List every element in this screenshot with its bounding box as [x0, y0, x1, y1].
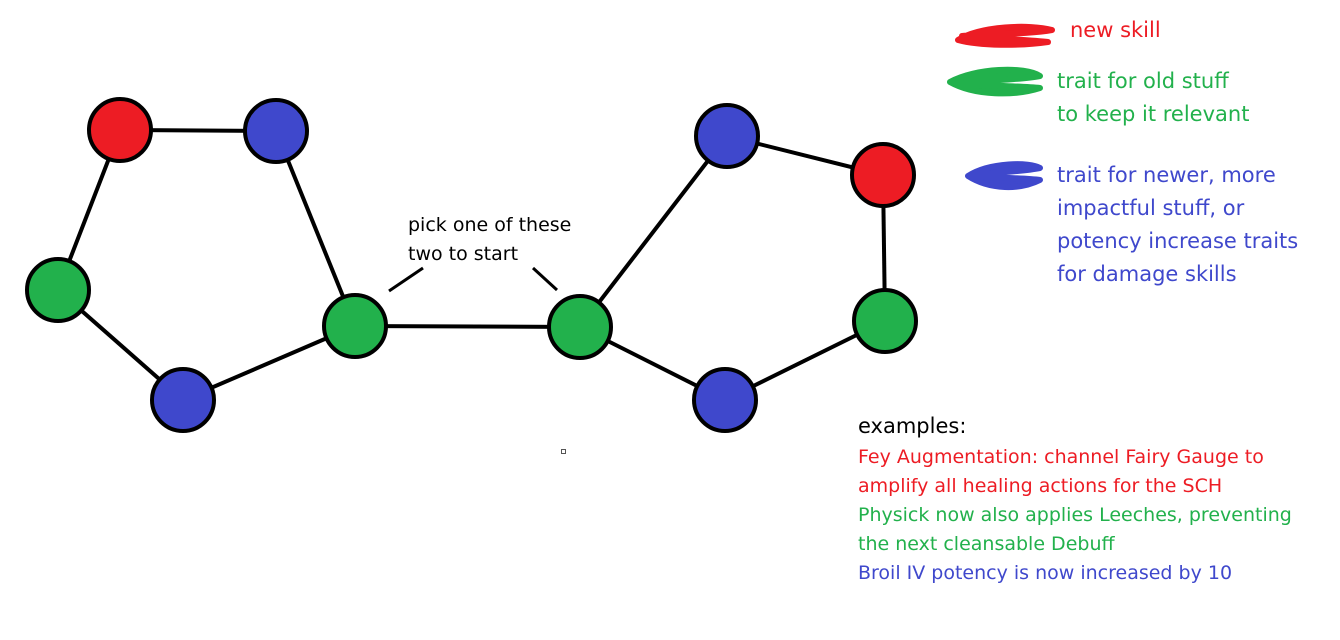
- node-green-n6: [547, 294, 613, 360]
- edge-n6-n7: [578, 134, 729, 329]
- legend-blue-label-3: potency increase traits: [1057, 229, 1299, 253]
- legend-blue-label-1: trait for newer, more: [1057, 163, 1276, 187]
- node-green-n9: [852, 288, 918, 354]
- node-blue-n7: [694, 103, 760, 169]
- graph-nodes: [25, 97, 918, 433]
- legend-green-label-1: trait for old stuff: [1057, 69, 1229, 93]
- legend-blue-label-2: impactful stuff, or: [1057, 196, 1245, 220]
- node-blue-n10: [692, 367, 758, 433]
- legend-blue-label-4: for damage skills: [1057, 262, 1237, 286]
- annotation-line-1: pick one of these: [408, 214, 572, 236]
- legend-green-label-2: to keep it relevant: [1057, 102, 1250, 126]
- node-blue-n2: [243, 98, 309, 164]
- annotation-line-2: two to start: [408, 243, 519, 265]
- node-red-n8: [850, 142, 916, 208]
- stray-dot: [561, 449, 566, 454]
- legend-swatch-green: [947, 66, 1043, 97]
- legend-swatch-blue: [965, 161, 1043, 191]
- example-green-line-2: the next cleansable Debuff: [858, 533, 1115, 555]
- examples-heading: examples:: [858, 414, 967, 438]
- example-red-line-2: amplify all healing actions for the SCH: [858, 475, 1223, 497]
- node-red-n1: [87, 97, 153, 163]
- example-red-line-1: Fey Augmentation: channel Fairy Gauge to: [858, 446, 1264, 468]
- annotation-pointer-right: [531, 266, 559, 292]
- edge-n5-n6: [354, 324, 581, 329]
- edge-n2-n5: [274, 130, 357, 327]
- example-blue-line-1: Broil IV potency is now increased by 10: [858, 562, 1233, 584]
- node-blue-n4: [150, 367, 216, 433]
- legend-red-label: new skill: [1070, 18, 1161, 42]
- legend-swatch-red: [955, 23, 1055, 48]
- annotation-pointer-left: [388, 266, 424, 293]
- node-green-n3: [25, 257, 91, 323]
- node-green-n5: [322, 293, 388, 359]
- example-green-line-1: Physick now also applies Leeches, preven…: [858, 504, 1292, 526]
